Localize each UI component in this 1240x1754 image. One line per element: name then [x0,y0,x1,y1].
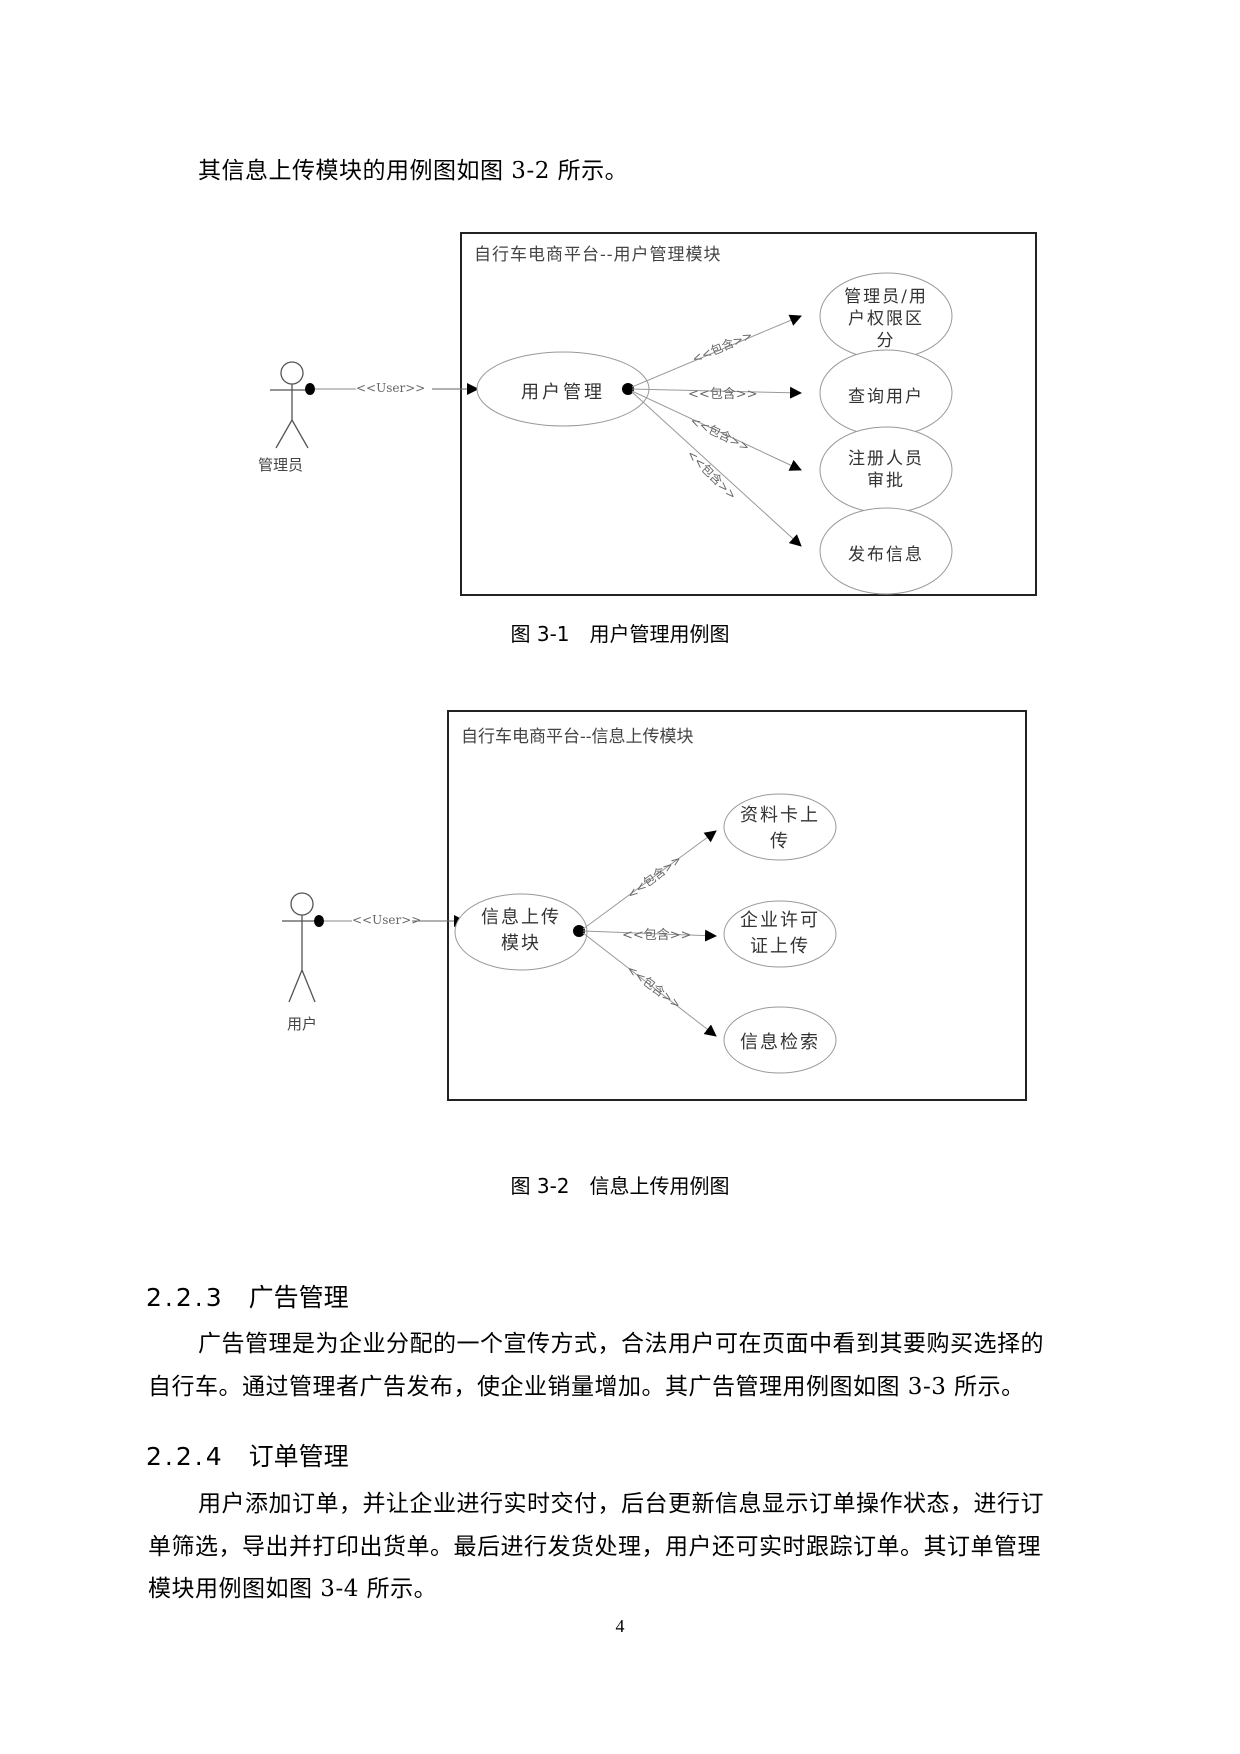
section-heading: 2.2.3 广告管理 [146,1278,349,1314]
actor-label: 用户 [287,1015,318,1033]
actor-icon [282,892,322,1003]
paragraph-line: 用户添加订单，并让企业进行实时交付，后台更新信息显示订单操作状态，进行订 [198,1491,1044,1517]
page-number: 4 [615,1616,625,1636]
system-title: 自行车电商平台--信息上传模块 [461,727,694,747]
use-case-label: 查询用户 [848,387,924,407]
system-title: 自行车电商平台--用户管理模块 [474,245,722,265]
stereotype-label: <<User>> [356,381,426,395]
paragraph-line: 广告管理是为企业分配的一个宣传方式，合法用户可在页面中看到其要购买选择的 [198,1331,1044,1357]
section-title: 订单管理 [248,1442,349,1471]
actor-label: 管理员 [258,456,304,474]
paragraph-line: 自行车。通过管理者广告发布，使企业销量增加。其广告管理用例图如图 3-3 所示。 [148,1374,1025,1400]
main-use-case-label: 用户管理 [521,382,605,403]
section-heading: 2.2.4 订单管理 [146,1437,349,1473]
use-case-label: 注册人员 审批 [848,449,924,491]
figure-caption: 图 3-2 信息上传用例图 [510,1174,730,1198]
use-case-label: 管理员/用 户权限区 分 [844,287,928,351]
paragraph-line: 单筛选，导出并打印出货单。最后进行发货处理，用户还可实时跟踪订单。其订单管理 [148,1534,1041,1560]
figure-3-1-use-case-diagram: 自行车电商平台--用户管理模块 管理员 <<User>> 用户管理 <<包含>>… [0,0,1240,620]
include-label: <<包含>> [688,387,758,402]
actor-icon [270,361,312,449]
section-title: 广告管理 [248,1283,349,1312]
use-case-ellipses [723,793,837,1074]
section-number: 2.2.3 [146,1283,225,1312]
use-case-ellipses [819,272,953,595]
system-boundary [447,710,1027,1101]
association-dot-icon [314,915,324,927]
include-dot-icon [573,925,585,937]
use-case-label: 资料卡上 传 [740,805,820,852]
main-use-case-label: 信息上传 模块 [481,907,561,954]
use-case-label: 企业许可 证上传 [740,910,820,957]
system-boundary [460,232,1037,596]
stereotype-label: <<User>> [352,913,422,927]
figure-3-2-use-case-diagram: 自行车电商平台--信息上传模块 用户 <<User>> 信息上传 模块 <<包含… [282,710,1027,1101]
association-dot-icon [305,383,315,395]
section-number: 2.2.4 [146,1442,225,1471]
paragraph-line: 模块用例图如图 3-4 所示。 [148,1576,438,1602]
include-dot-icon [622,383,634,395]
intro-text: 其信息上传模块的用例图如图 3-2 所示。 [198,158,629,184]
use-case-label: 信息检索 [740,1032,820,1053]
use-case-ellipse [454,893,588,971]
figure-caption: 图 3-1 用户管理用例图 [510,622,730,646]
include-label: <<包含>> [622,928,692,943]
use-case-label: 发布信息 [848,545,924,565]
